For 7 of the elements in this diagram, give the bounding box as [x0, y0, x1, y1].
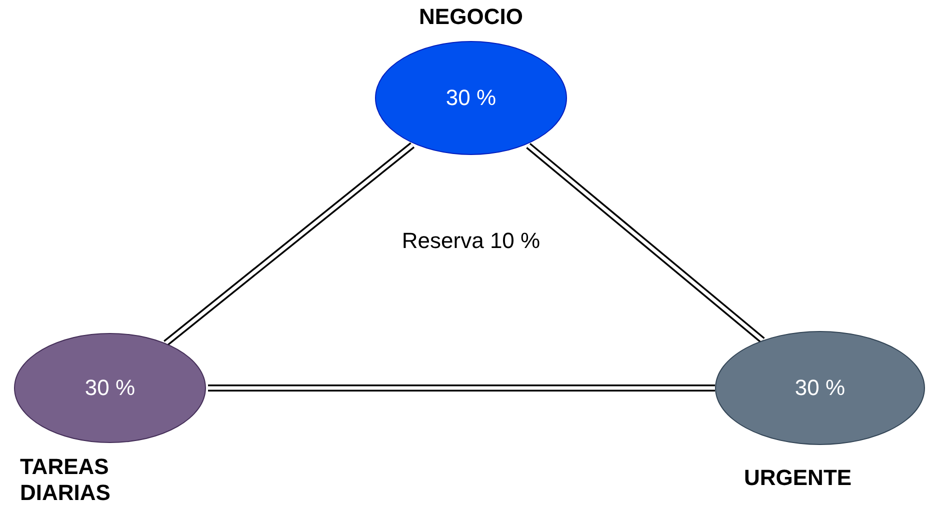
- node-heading: NEGOCIO: [418, 4, 524, 30]
- circle: 30 %: [14, 333, 206, 443]
- circle: 30 %: [715, 331, 925, 445]
- center-label: Reserva 10 %: [400, 228, 542, 254]
- node-heading: TAREAS DIARIAS: [20, 454, 112, 506]
- circle: 30 %: [375, 41, 567, 155]
- node-heading: URGENTE: [744, 465, 853, 491]
